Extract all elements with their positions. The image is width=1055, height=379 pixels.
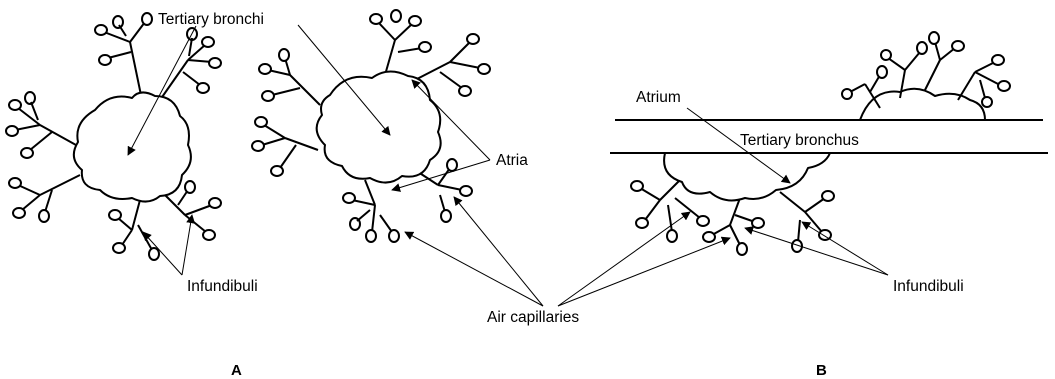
label-atria: Atria <box>496 152 528 169</box>
label-infundibuli-a: Infundibuli <box>187 278 258 295</box>
upper-infundibuli-b <box>842 32 1010 120</box>
label-air-capillaries: Air capillaries <box>487 309 579 326</box>
atrium-chamber-b <box>664 153 830 200</box>
infundibulum-a1-left <box>6 92 85 158</box>
tertiary-bronchus-cluster-a2 <box>252 10 490 242</box>
label-atrium: Atrium <box>636 89 681 106</box>
panel-label-b: B <box>816 362 827 379</box>
infundibulum-a2-top <box>370 10 431 75</box>
panel-label-a: A <box>231 362 242 379</box>
infundibulum-b-right <box>780 191 834 252</box>
infundibulum-a2-lower-left <box>252 117 318 176</box>
infundibulum-a1-bottom <box>109 200 159 260</box>
infundibulum-b-middle <box>703 198 764 255</box>
label-tertiary-bronchi: Tertiary bronchi <box>158 11 264 28</box>
infundibulum-a2-bottom-left <box>343 180 399 242</box>
label-infundibuli-b: Infundibuli <box>893 278 964 295</box>
infundibulum-a1-upper-right <box>160 28 221 100</box>
label-tertiary-bronchus: Tertiary bronchus <box>740 132 859 149</box>
infundibulum-a2-left <box>259 49 320 105</box>
atrium-and-lower-infundibuli-b <box>631 153 834 255</box>
infundibulum-a1-lower-left <box>9 175 80 222</box>
tertiary-bronchus-cluster-a1 <box>6 13 221 260</box>
atrium-chamber-a2 <box>317 71 441 182</box>
infundibulum-a1-top <box>95 13 152 100</box>
